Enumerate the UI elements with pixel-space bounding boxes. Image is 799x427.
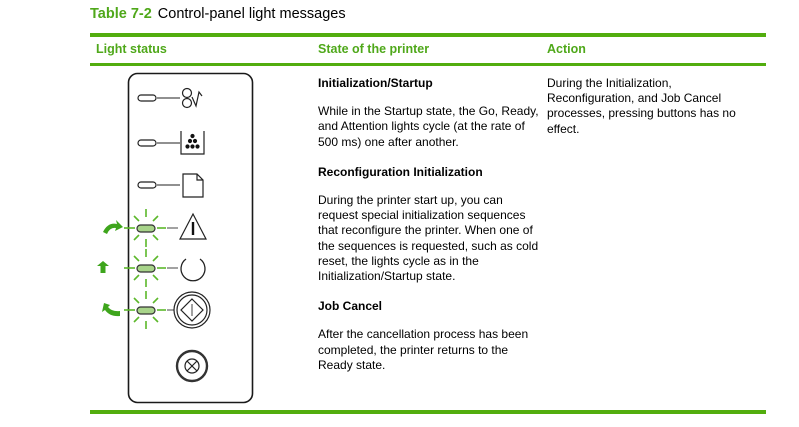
- curved-right-arrow-icon: [103, 220, 123, 234]
- state-text-reconfig: During the printer start up, you can req…: [318, 193, 539, 284]
- action-column: During the Initialization, Reconfigurati…: [547, 76, 762, 137]
- attention-icon: [179, 212, 207, 240]
- header-action: Action: [547, 42, 586, 56]
- paper-jam-light: [137, 87, 203, 109]
- table-title: Control-panel light messages: [157, 6, 346, 22]
- state-heading-reconfig: Reconfiguration Initialization: [318, 164, 483, 179]
- toner-icon: [180, 131, 205, 155]
- header-state: State of the printer: [318, 42, 430, 56]
- go-light: [102, 291, 174, 329]
- panel-outline: [127, 72, 254, 404]
- table-caption: Table 7-2 Control-panel light messages: [90, 6, 346, 22]
- header-rule: [90, 63, 766, 66]
- paper-icon: [182, 173, 204, 198]
- table-number: Table 7-2: [90, 6, 152, 22]
- state-heading-startup: Initialization/Startup: [318, 76, 433, 90]
- ready-icon: [180, 258, 206, 282]
- table-top-rule: [90, 33, 766, 37]
- state-column: Initialization/Startup While in the Star…: [318, 76, 543, 388]
- paper-light: [137, 173, 204, 198]
- curved-left-arrow-icon: [102, 303, 120, 317]
- state-heading-job-cancel: Job Cancel: [318, 299, 383, 314]
- action-text: During the Initialization, Reconfigurati…: [547, 76, 736, 136]
- state-text-startup: While in the Startup state, the Go, Read…: [318, 104, 539, 149]
- cancel-job-icon[interactable]: [175, 349, 209, 383]
- header-light-status: Light status: [96, 42, 167, 56]
- attention-light: [103, 209, 207, 247]
- toner-light: [137, 131, 205, 155]
- state-text-job-cancel: After the cancellation process has been …: [318, 327, 529, 372]
- go-button-icon[interactable]: [173, 291, 211, 329]
- paper-jam-icon: [181, 87, 203, 109]
- up-arrow-icon: [97, 261, 109, 273]
- table-bottom-rule: [90, 410, 766, 414]
- ready-light: [97, 249, 206, 287]
